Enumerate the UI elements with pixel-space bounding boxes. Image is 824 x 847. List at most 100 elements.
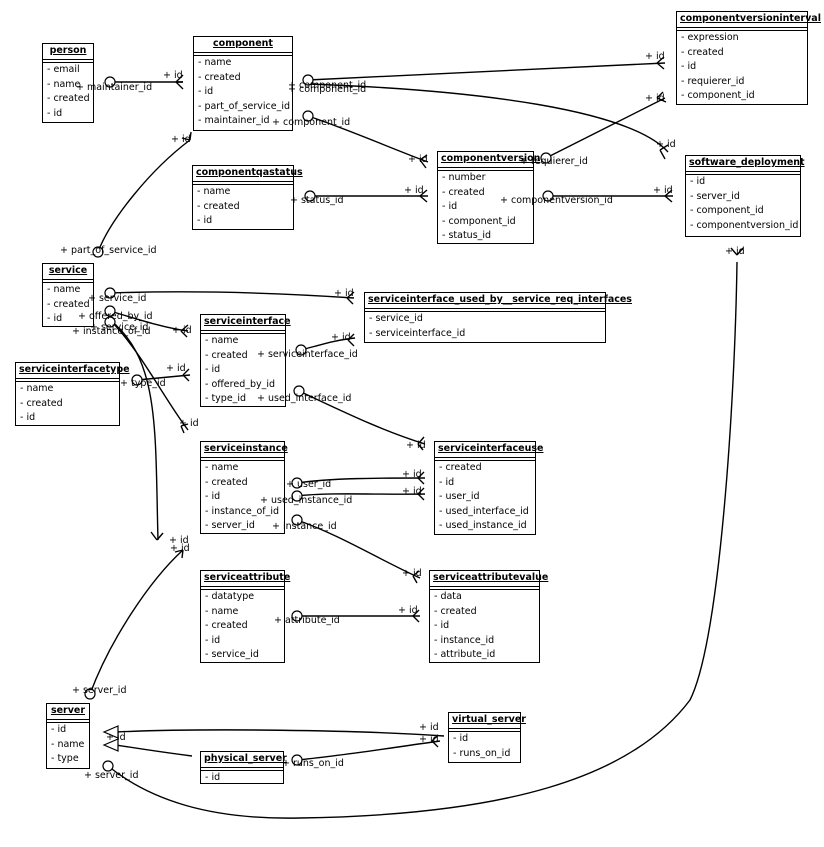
rel-label: + maintainer_id bbox=[76, 82, 153, 93]
entity-service[interactable]: service - name - created - id bbox=[42, 263, 94, 327]
attribute: - instance_of_id bbox=[205, 505, 280, 517]
attribute: - attribute_id bbox=[434, 649, 496, 661]
rel-label: + id bbox=[406, 440, 426, 451]
entity-person[interactable]: person - email - name - created - id bbox=[42, 43, 94, 123]
rel-label: + id bbox=[725, 246, 745, 257]
divider bbox=[449, 728, 520, 732]
entity-serviceattributevalue[interactable]: serviceattributevalue - data - created -… bbox=[429, 570, 549, 663]
rel-label: + id bbox=[179, 418, 199, 429]
divider bbox=[201, 586, 284, 590]
rel-label: + used_interface_id bbox=[257, 393, 352, 404]
rel-label: + id bbox=[163, 70, 183, 81]
divider bbox=[194, 52, 292, 56]
entity-title: serviceinterface_used_by__service_req_in… bbox=[368, 294, 632, 305]
attribute: - name bbox=[205, 335, 239, 346]
entity-serviceinterface-used-by-service-req-interfaces[interactable]: serviceinterface_used_by__service_req_in… bbox=[364, 292, 632, 343]
entity-componentversioninterval[interactable]: componentversioninterval - expression - … bbox=[676, 11, 821, 105]
attribute: - id bbox=[453, 733, 469, 744]
rel-label: + server_id bbox=[72, 685, 127, 696]
rel-cv-component bbox=[307, 115, 429, 163]
divider bbox=[201, 767, 283, 771]
rel-cvi-cv bbox=[545, 97, 666, 159]
entity-title: componentversion bbox=[441, 153, 541, 164]
attribute: - created bbox=[198, 71, 241, 83]
entity-title: serviceinstance bbox=[204, 443, 288, 454]
rel-label: + requierer_id bbox=[520, 156, 588, 167]
entity-title: componentqastatus bbox=[196, 167, 303, 178]
rel-label: + part_of_service_id bbox=[60, 245, 157, 256]
rel-label: + id bbox=[408, 154, 428, 165]
rel-label: + component_id bbox=[288, 80, 367, 91]
entity-serviceinterfacetype[interactable]: serviceinterfacetype - name - created - … bbox=[15, 362, 130, 426]
attribute: - created bbox=[205, 620, 248, 632]
rel-sav-inst bbox=[296, 519, 421, 579]
attribute: - id bbox=[439, 476, 455, 488]
entity-title: serviceinterfaceuse bbox=[438, 443, 544, 454]
attribute: - created bbox=[47, 93, 90, 105]
attribute: - id bbox=[47, 107, 63, 119]
rel-siu-user bbox=[296, 477, 426, 484]
attribute: - id bbox=[434, 620, 450, 632]
attribute: - email bbox=[47, 64, 80, 75]
entity-serviceattribute[interactable]: serviceattribute - datatype - name - cre… bbox=[200, 570, 290, 663]
entity-componentqastatus[interactable]: componentqastatus - name - created - id bbox=[192, 165, 303, 230]
rel-label: + id bbox=[171, 134, 191, 145]
rel-label: + instance_of_id bbox=[72, 326, 151, 337]
entity-serviceinterfaceuse[interactable]: serviceinterfaceuse - created - id - use… bbox=[434, 441, 544, 535]
rel-label: + id bbox=[334, 288, 354, 299]
divider bbox=[16, 378, 119, 382]
rel-sattr-service bbox=[109, 319, 159, 541]
attribute: - created bbox=[439, 462, 482, 473]
entity-virtual-server[interactable]: virtual_server - id - runs_on_id bbox=[448, 712, 526, 763]
attribute: - expression bbox=[681, 32, 739, 43]
rel-label: + id bbox=[402, 486, 422, 497]
attribute: - part_of_service_id bbox=[198, 100, 291, 112]
rel-label: + id bbox=[645, 51, 665, 62]
entity-serviceinterface[interactable]: serviceinterface - name - created - id -… bbox=[200, 314, 291, 407]
entity-physical-server[interactable]: physical_server - id bbox=[200, 751, 287, 784]
rel-vs-server bbox=[115, 729, 445, 737]
entity-component[interactable]: component - name - created - id - part_o… bbox=[193, 36, 293, 131]
rel-siu-si bbox=[298, 390, 426, 445]
rel-label: + id bbox=[419, 722, 439, 733]
attribute: - created bbox=[205, 476, 248, 488]
rel-label: + status_id bbox=[290, 195, 344, 206]
entity-serviceinstance[interactable]: serviceinstance - name - created - id - … bbox=[200, 441, 288, 534]
rel-swdeploy-server bbox=[107, 261, 738, 819]
attribute: - id bbox=[51, 724, 67, 735]
attribute: - id bbox=[197, 215, 213, 227]
entity-componentversion[interactable]: componentversion - number - created - id… bbox=[437, 151, 541, 244]
entity-title: person bbox=[49, 45, 87, 56]
attribute: - service_id bbox=[369, 313, 423, 324]
divider bbox=[43, 279, 93, 283]
attribute: - id bbox=[690, 176, 706, 187]
divider bbox=[201, 457, 284, 461]
rel-ps-server bbox=[115, 744, 193, 757]
rel-label: + id bbox=[404, 185, 424, 196]
attribute: - id bbox=[442, 201, 458, 213]
rel-label: + id bbox=[331, 332, 351, 343]
entity-title: server bbox=[50, 705, 86, 716]
attribute: - created bbox=[20, 397, 63, 409]
attribute: - id bbox=[205, 634, 221, 646]
attribute: - name bbox=[47, 78, 81, 90]
entity-title: serviceattributevalue bbox=[433, 572, 549, 583]
divider bbox=[686, 171, 800, 175]
attribute: - created bbox=[47, 298, 90, 310]
rel-label: + service_id bbox=[90, 322, 149, 333]
rel-cvi-component bbox=[307, 62, 666, 81]
attribute: - name bbox=[205, 605, 239, 617]
attribute: - requierer_id bbox=[681, 75, 745, 87]
entity-software-deployment[interactable]: software_deployment - id - server_id - c… bbox=[685, 155, 805, 237]
attribute: - name bbox=[197, 186, 231, 197]
rel-label: + id bbox=[645, 93, 665, 104]
rel-label: + id bbox=[656, 139, 676, 150]
entity-server[interactable]: server - id - name - type bbox=[46, 703, 90, 769]
divider bbox=[43, 59, 93, 63]
rel-label: + attribute_id bbox=[274, 615, 340, 626]
rel-sinst-server bbox=[89, 549, 184, 695]
attribute: - component_id bbox=[690, 205, 764, 217]
rel-label: + id bbox=[106, 732, 126, 743]
entity-title: physical_server bbox=[204, 753, 287, 764]
